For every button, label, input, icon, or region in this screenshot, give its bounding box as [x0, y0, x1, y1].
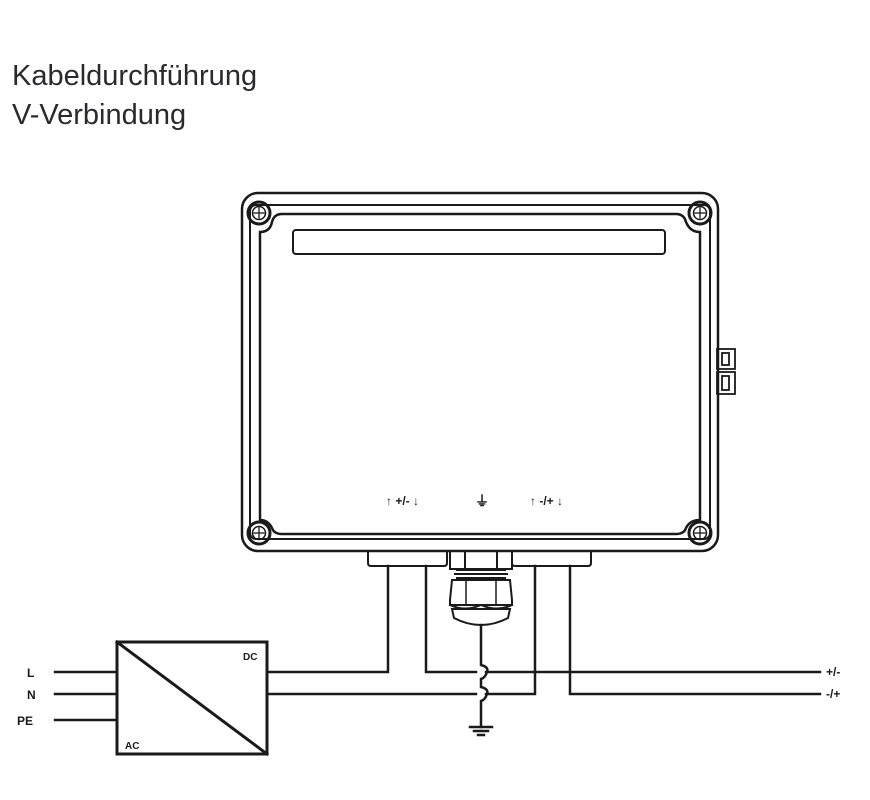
terminal-label-minus-plus: ↑ -/+ ↓	[530, 494, 563, 508]
ground-icon	[468, 725, 494, 737]
ac-label: AC	[125, 741, 139, 752]
input-label-n: N	[27, 688, 36, 702]
power-supply-box	[114, 639, 270, 757]
screw-icon	[246, 200, 272, 226]
diagram-title-line-2: V-Verbindung	[12, 99, 187, 131]
cable-entry-plate	[367, 550, 592, 567]
screw-icon	[687, 200, 713, 226]
output-label-plus-minus: +/-	[826, 665, 840, 679]
output-label-minus-plus: -/+	[826, 687, 840, 701]
cable-gland	[448, 550, 514, 626]
diagram-title-line-1: Kabeldurchführung	[12, 60, 258, 92]
input-label-pe: PE	[17, 714, 33, 728]
screw-icon	[246, 520, 272, 546]
terminal-ground-icon: ⏚	[475, 493, 489, 509]
dc-label: DC	[243, 652, 257, 663]
input-lines	[53, 670, 119, 722]
side-connector	[716, 348, 736, 395]
screw-icon	[687, 520, 713, 546]
wires	[266, 564, 822, 729]
terminal-label-plus-minus: ↑ +/- ↓	[386, 494, 419, 508]
input-label-l: L	[27, 666, 34, 680]
